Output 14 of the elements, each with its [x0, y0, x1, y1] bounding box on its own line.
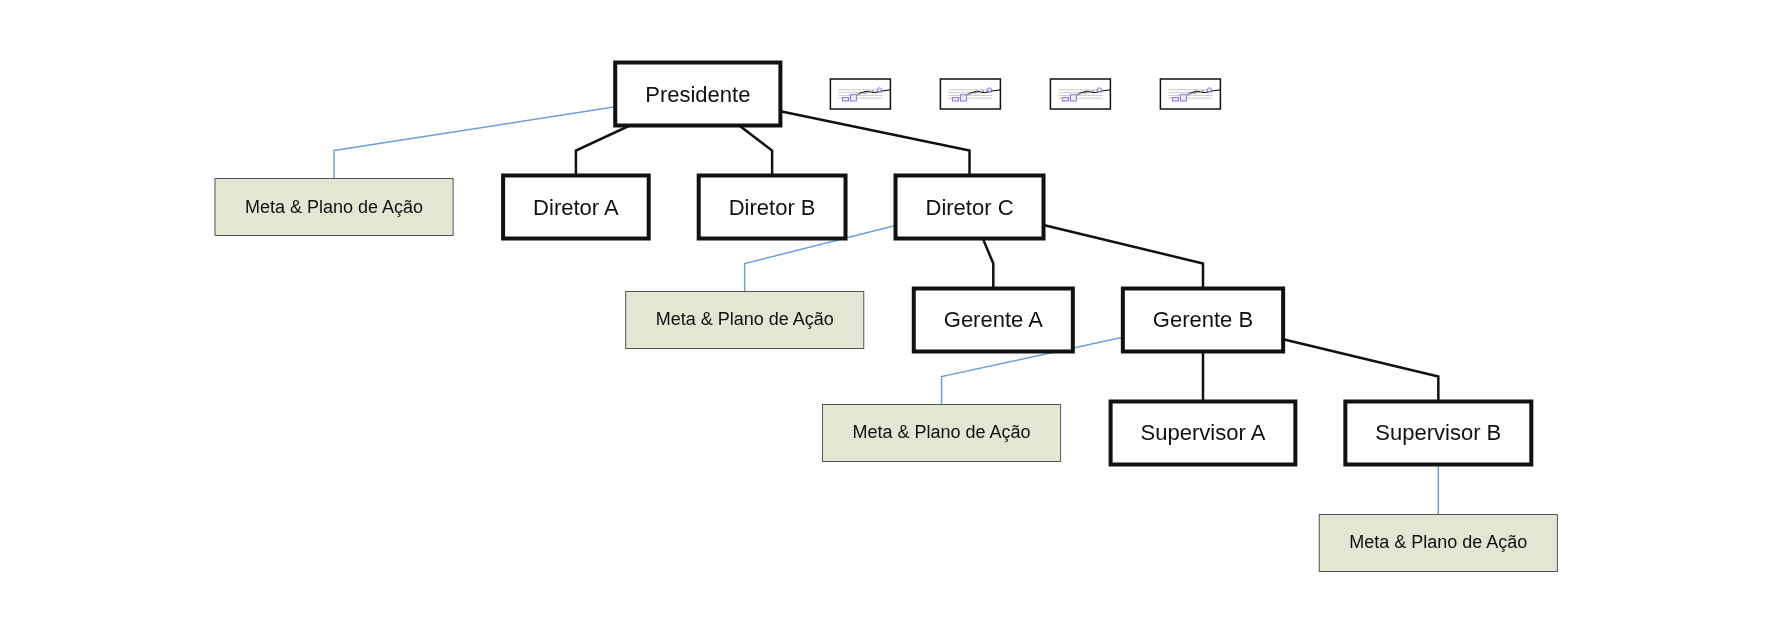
node-box: Gerente A: [912, 286, 1076, 354]
connector: [1202, 351, 1205, 402]
node-box: Diretor A: [501, 173, 651, 241]
node-box: Diretor B: [697, 173, 848, 241]
node-box: Diretor C: [893, 173, 1046, 241]
connector: [981, 238, 995, 289]
node-box: Meta & Plano de Ação: [214, 178, 454, 236]
node-box: Meta & Plano de Ação: [625, 291, 865, 349]
node-box: Meta & Plano de Ação: [822, 404, 1062, 462]
node-box: Supervisor A: [1108, 399, 1298, 467]
node-box: Meta & Plano de Ação: [1319, 514, 1559, 572]
node-box: Presidente: [613, 60, 783, 128]
node-box: Supervisor B: [1343, 399, 1534, 467]
node-box: Gerente B: [1121, 286, 1286, 354]
